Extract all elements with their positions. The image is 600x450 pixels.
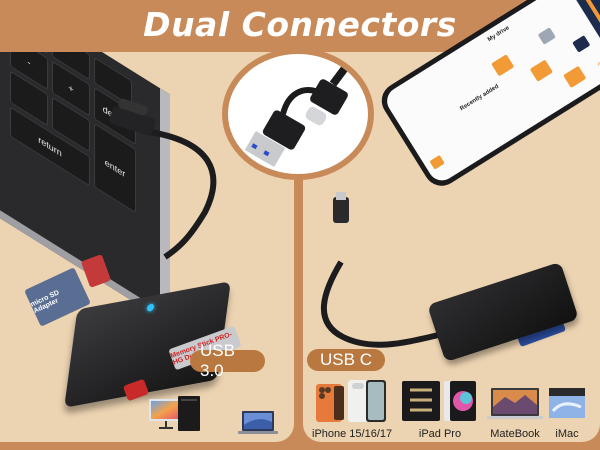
home-tab-icon[interactable] xyxy=(429,154,445,170)
cable-icon xyxy=(320,192,444,348)
device-label-iphone: iPhone 15/16/17 xyxy=(312,428,393,440)
usb-dual-connector-icon xyxy=(245,61,352,167)
usb3-badge: USB 3.0 xyxy=(190,341,265,380)
section-my-drive: My drive xyxy=(486,25,511,44)
cable-icon xyxy=(109,98,217,260)
laptop-icon xyxy=(238,410,278,441)
section-recently-added: Recently added xyxy=(459,83,501,113)
folder-icon[interactable] xyxy=(563,65,587,89)
pc-icon xyxy=(148,395,200,431)
device-label-imac: iMac xyxy=(555,428,579,440)
phone-icon xyxy=(316,380,386,427)
device-label-ipad: iPad Pro xyxy=(418,428,462,440)
video-file-icon[interactable] xyxy=(572,35,591,53)
folder-icon[interactable] xyxy=(491,54,515,77)
laptop-icon xyxy=(487,387,543,426)
page-title: Dual Connectors xyxy=(143,4,457,44)
dual-connector-inset xyxy=(222,48,374,180)
add-file-button[interactable]: Add file xyxy=(596,54,600,68)
sd-file-icon[interactable] xyxy=(537,27,556,45)
status-led-icon xyxy=(146,303,155,312)
tablet-pc-icon xyxy=(549,387,585,426)
folder-icon[interactable] xyxy=(529,59,553,82)
tablet-icon xyxy=(402,380,477,427)
device-label-matebook-c: MateBook xyxy=(490,428,540,440)
usbc-badge: USB C xyxy=(307,349,385,371)
